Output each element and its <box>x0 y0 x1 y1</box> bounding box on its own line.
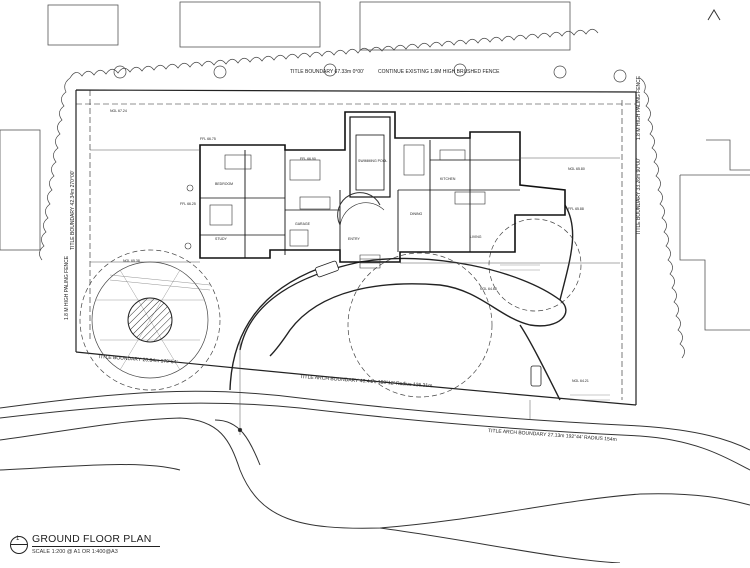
room-garage-label: GARAGE <box>295 222 311 226</box>
house-walls <box>199 111 566 263</box>
right-boundary-label: TITLE BOUNDARY 33.26m 90°00' <box>636 158 642 235</box>
title-underline <box>32 546 160 548</box>
interior-fixtures <box>184 144 486 269</box>
level-ffl-b: FFL 66.90 <box>300 157 316 161</box>
drawing-scale: SCALE 1:200 @ A1 OR 1:400@A3 <box>32 549 118 555</box>
tree-canopy-top <box>39 28 685 359</box>
drawing-title-block: 1 GROUND FLOOR PLAN SCALE 1:200 @ A1 OR … <box>6 530 226 558</box>
room-kitchen-label: KITCHEN <box>440 177 456 181</box>
road-edges <box>0 390 750 564</box>
leader-notes <box>109 264 610 401</box>
room-study-label: STUDY <box>215 237 228 241</box>
arch-boundary-1-label: TITLE ARCH BOUNDARY 40.44m 189°12' Radiu… <box>300 374 433 389</box>
right-fence-label: 1.8 M HIGH PALING FENCE <box>636 75 642 140</box>
level-ngl-low: NGL 64.21 <box>572 379 589 383</box>
left-fence-label: 1.8 M HIGH PALING FENCE <box>64 255 70 320</box>
car-icons <box>315 260 542 387</box>
tree-trunk-hatched <box>127 297 173 343</box>
level-ffl-a: FFL 66.75 <box>200 137 216 141</box>
level-ngl-drive: NGL 64.68 <box>480 287 497 291</box>
top-boundary-label: TITLE BOUNDARY 67.33m 0°00' <box>290 69 364 75</box>
room-bedroom-label: BEDROOM <box>215 182 233 186</box>
level-ffl-right: FFL 65.88 <box>568 207 584 211</box>
room-dining-label: DINING <box>410 212 423 216</box>
neighbour-outlines <box>0 1 750 331</box>
north-arrow-icon <box>707 9 721 21</box>
level-ffl-c: FFL 66.25 <box>180 202 196 206</box>
arch-boundary-2-label: TITLE ARCH BOUNDARY 27.13m 192°44' RADIU… <box>488 428 617 443</box>
level-ngl-top: NGL 67.24 <box>110 109 127 113</box>
dimension-lines <box>90 149 620 435</box>
site-boundary <box>75 89 637 406</box>
view-number: 1 <box>16 536 20 542</box>
driveway <box>229 204 574 401</box>
left-boundary-label: TITLE BOUNDARY 42.34m 270°00' <box>70 170 76 250</box>
bottom-left-boundary-label: TITLE BOUNDARY 20.84m 179°54' <box>98 354 178 366</box>
level-ngl-right: NGL 65.80 <box>568 167 585 171</box>
drawing-title: GROUND FLOOR PLAN <box>32 533 152 545</box>
level-ngl-mid: NGL 65.38 <box>123 259 140 263</box>
fence-note-label: CONTINUE EXISTING 1.8M HIGH BRUSHED FENC… <box>378 69 500 75</box>
room-pool-label: SWIMMING POOL <box>358 159 387 163</box>
room-living-label: LIVING <box>470 235 482 239</box>
view-reference-circle: 1 <box>10 536 28 554</box>
room-entry-label: ENTRY <box>348 237 360 241</box>
